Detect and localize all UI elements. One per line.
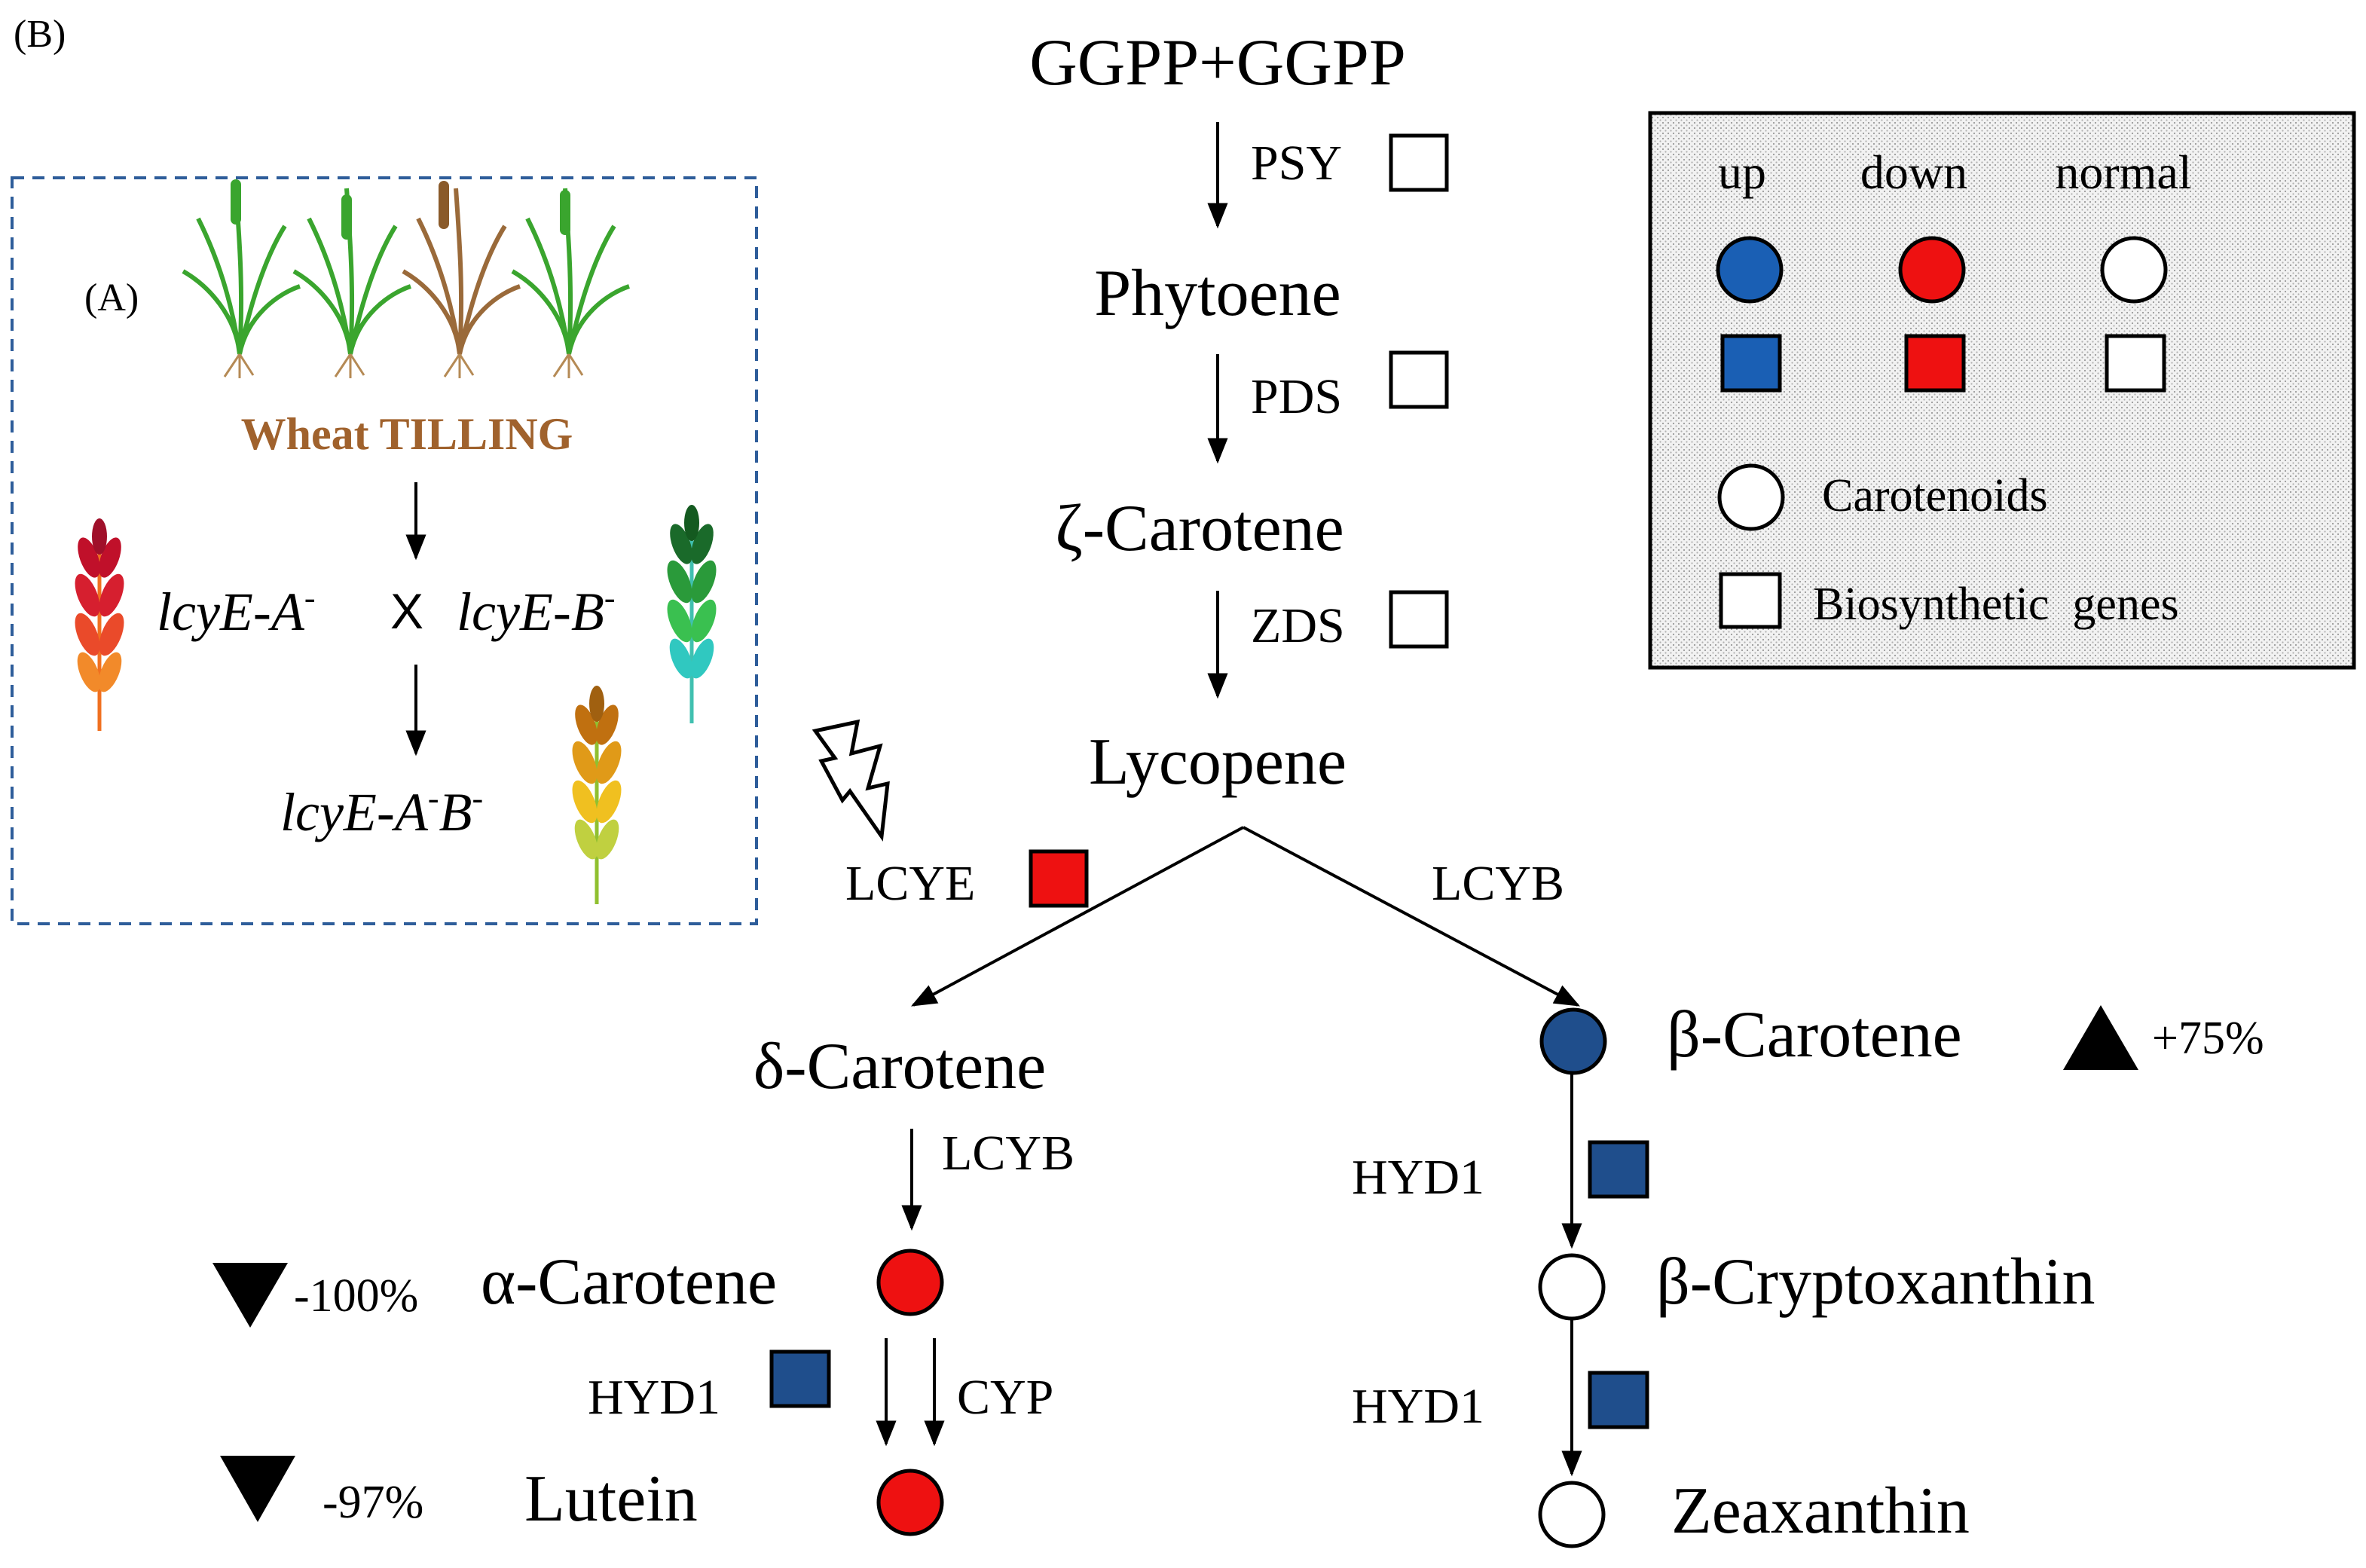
hyd1-beta2-label: HYD1 [1352, 1379, 1484, 1434]
legend-gene-square [1719, 572, 1782, 629]
legend-down-circle [1898, 236, 1966, 304]
lcyb-main-label: LCYB [1432, 856, 1564, 911]
zeaxanthin-label: Zeaxanthin [1671, 1475, 1970, 1548]
beta-change-label: +75% [2152, 1013, 2264, 1064]
psy-gene-square [1389, 133, 1449, 192]
legend-down-square [1904, 334, 1966, 393]
hyd1-beta1-gene-square [1588, 1140, 1649, 1199]
yellow-wheat-ear-icon [572, 686, 622, 904]
zeta-carotene-label: ζ-Carotene [1055, 492, 1343, 565]
wheat-plant-icon [182, 179, 301, 378]
cross-symbol: X [390, 583, 423, 639]
hyd1-alpha-gene-square [769, 1349, 831, 1408]
legend-carotenoid-circle [1717, 463, 1785, 531]
phytoene-label: Phytoene [1094, 257, 1341, 330]
wheat-plant-icon [511, 188, 630, 378]
alpha-carotene-circle [876, 1249, 944, 1316]
hyd1-beta1-label: HYD1 [1352, 1150, 1484, 1205]
lutein-circle [876, 1469, 944, 1536]
psy-label: PSY [1251, 136, 1342, 191]
tilling-word: TILLING [380, 409, 573, 459]
legend-normal-square [2105, 334, 2166, 393]
result-main-text: lcyE-A [280, 782, 429, 842]
beta-carotene-label: β-Carotene [1667, 998, 1962, 1071]
lcyb-delta-label: LCYB [942, 1126, 1074, 1181]
ggpp-label: GGPP+GGPP [1029, 26, 1406, 99]
zeaxanthin-circle [1538, 1481, 1606, 1548]
inset-panel-a: (A) Wheat TILLING [11, 176, 758, 925]
result-sup-1: - [428, 780, 439, 817]
cross-left-label: lcyE-A- [157, 579, 316, 642]
beta-cryptoxanthin-label: β-Cryptoxanthin [1656, 1246, 2095, 1319]
wheat-tilling-title: Wheat TILLING [241, 409, 573, 459]
lightning-bolt-icon [812, 719, 890, 842]
wheat-plant-icon [292, 188, 411, 378]
alpha-change-label: -100% [294, 1270, 418, 1322]
pds-gene-square [1389, 350, 1449, 409]
wheat-plant-icon [402, 181, 521, 378]
legend-box: up down normal Carotenoids Biosynthetic … [1648, 111, 2356, 670]
alpha-carotene-label: α-Carotene [481, 1246, 777, 1319]
arrow-lycopene-beta [1243, 826, 1581, 1007]
hyd1-beta2-gene-square [1588, 1371, 1649, 1429]
alpha-decrease-triangle [212, 1263, 288, 1328]
zds-label: ZDS [1251, 598, 1345, 653]
wheat-word: Wheat [241, 409, 369, 459]
cyp-label: CYP [957, 1370, 1053, 1425]
beta-cryptoxanthin-circle [1538, 1253, 1606, 1321]
cross-right-text: lcyE-B [457, 582, 604, 642]
lycopene-label: Lycopene [1089, 726, 1347, 799]
cross-left-sup: - [304, 579, 316, 616]
legend-up-square [1720, 334, 1782, 393]
beta-increase-triangle [2063, 1005, 2138, 1070]
panel-a-label: (A) [84, 277, 139, 319]
arrow-lycopene-delta [911, 826, 1244, 1007]
lcye-label: LCYE [845, 856, 975, 911]
red-wheat-ear-icon [75, 518, 124, 731]
inset-border [11, 176, 758, 925]
beta-carotene-circle [1539, 1007, 1607, 1075]
legend-up-label: up [1718, 145, 1766, 199]
hyd1-alpha-label: HYD1 [588, 1370, 720, 1425]
lutein-change-label: -97% [322, 1477, 423, 1528]
cross-right-sup: - [604, 579, 616, 616]
green-wheat-ear-icon [667, 505, 717, 723]
legend-normal-circle [2100, 236, 2168, 304]
pds-label: PDS [1251, 369, 1342, 424]
legend-genes-label: Biosynthetic genes [1813, 579, 2179, 630]
legend-up-circle [1716, 236, 1784, 304]
lutein-label: Lutein [524, 1463, 698, 1536]
cross-right-label: lcyE-B- [457, 579, 616, 642]
result-sup-2: - [472, 780, 484, 817]
result-mid-text: B [439, 782, 472, 842]
cross-left-text: lcyE-A [157, 582, 305, 642]
legend-carotenoids-label: Carotenoids [1822, 470, 2048, 521]
panel-b-label: (B) [14, 13, 66, 56]
zds-gene-square [1389, 590, 1449, 649]
lutein-decrease-triangle [220, 1456, 295, 1522]
lcye-gene-square [1029, 849, 1089, 908]
delta-carotene-label: δ-Carotene [754, 1030, 1046, 1103]
legend-normal-label: normal [2055, 145, 2191, 199]
double-mutant-label: lcyE-A-B- [280, 780, 483, 842]
legend-down-label: down [1860, 145, 1967, 199]
